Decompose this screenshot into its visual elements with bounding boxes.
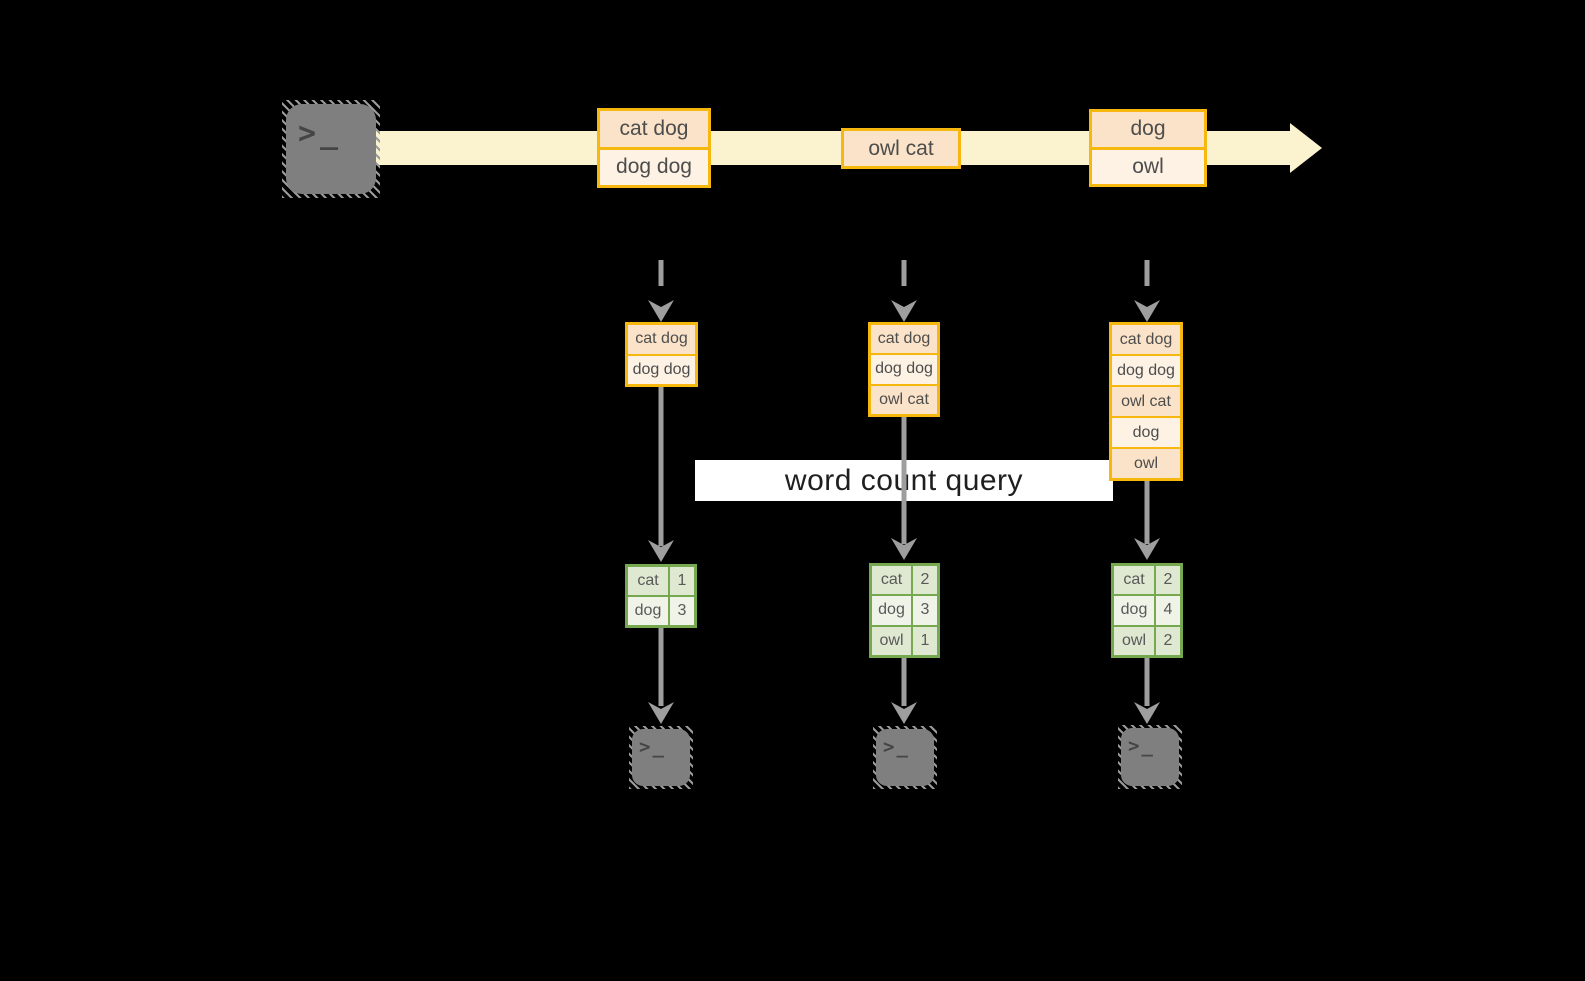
- event-text-row: owl cat: [1112, 385, 1180, 416]
- event-text-row: owl: [1092, 146, 1204, 184]
- event-text-row: dog dog: [628, 353, 695, 384]
- stream-event-box-2: owl cat: [841, 128, 961, 169]
- event-text-row: dog: [1112, 416, 1180, 447]
- event-text-row: cat dog: [628, 325, 695, 354]
- ingest-arrow-3: [1134, 260, 1160, 322]
- terminal-prompt-icon: >_: [883, 736, 910, 758]
- output-arrow-3: [1134, 658, 1160, 724]
- event-text-row: owl: [1112, 447, 1180, 478]
- event-text-row: owl cat: [871, 383, 937, 414]
- terminal-prompt-icon: >_: [298, 116, 343, 151]
- output-terminal-icon-3: >_: [1118, 725, 1182, 789]
- word-cell: dog: [628, 597, 668, 625]
- terminal-screen: [1121, 728, 1179, 786]
- event-text-row: dog dog: [1112, 354, 1180, 385]
- count-cell: 2: [913, 566, 937, 595]
- ingest-arrow-1: [648, 260, 674, 322]
- ingest-arrow-2: [891, 260, 917, 322]
- word-cell: cat: [628, 567, 668, 595]
- terminal-prompt-icon: >_: [639, 736, 666, 758]
- source-terminal-icon: >_: [282, 100, 380, 198]
- terminal-screen: [632, 729, 690, 786]
- event-text-row: cat dog: [1112, 325, 1180, 354]
- word-cell: dog: [872, 596, 911, 625]
- query-arrow-3: [1134, 479, 1160, 560]
- terminal-prompt-icon: >_: [1128, 735, 1155, 757]
- word-cell: cat: [1114, 566, 1154, 595]
- query-arrow-2: [891, 415, 917, 560]
- event-text-row: dog dog: [600, 146, 708, 185]
- word-cell: owl: [872, 626, 911, 655]
- terminal-screen: [876, 729, 934, 786]
- word-cell: dog: [1114, 596, 1154, 625]
- stream-arrowhead: [1290, 123, 1322, 173]
- output-arrow-2: [891, 658, 917, 724]
- event-text-row: cat dog: [600, 111, 708, 147]
- event-text-row: dog: [1092, 112, 1204, 147]
- event-text-row: owl cat: [844, 131, 958, 166]
- word-cell: owl: [1114, 626, 1154, 655]
- count-cell: 2: [1156, 566, 1180, 595]
- output-arrow-1: [648, 628, 674, 724]
- word-cell: cat: [872, 566, 911, 595]
- count-cell: 4: [1156, 596, 1180, 625]
- event-text-row: cat dog: [871, 325, 937, 354]
- output-terminal-icon-1: >_: [629, 726, 693, 789]
- query-arrow-1: [648, 385, 674, 562]
- count-cell: 2: [1156, 626, 1180, 655]
- event-text-row: dog dog: [871, 353, 937, 384]
- count-cell: 1: [670, 567, 694, 595]
- terminal-screen: [286, 104, 376, 194]
- output-terminal-icon-2: >_: [873, 726, 937, 789]
- count-cell: 1: [913, 626, 937, 655]
- count-cell: 3: [670, 597, 694, 625]
- count-cell: 3: [913, 596, 937, 625]
